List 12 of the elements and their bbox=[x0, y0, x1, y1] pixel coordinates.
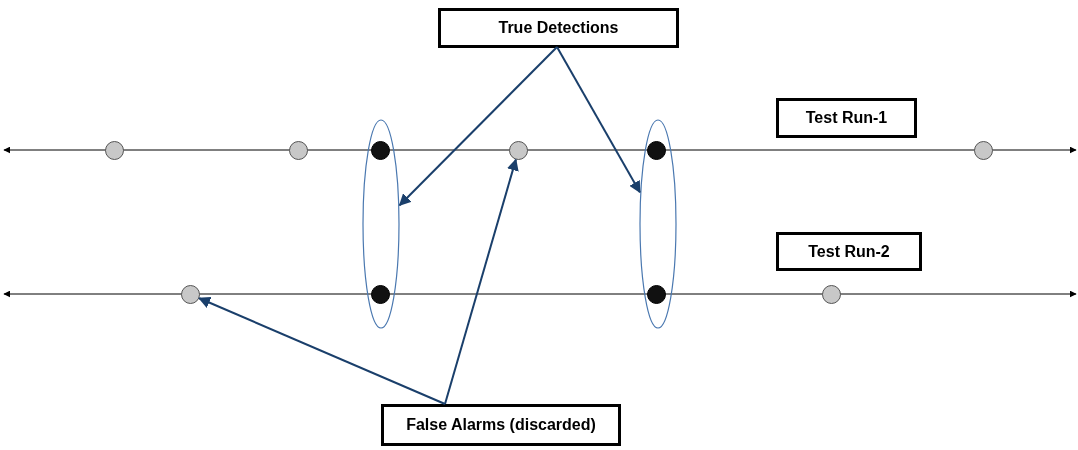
box-label: Test Run-1 bbox=[805, 109, 888, 127]
box-label: True Detections bbox=[498, 19, 619, 37]
arrow bbox=[198, 297, 446, 405]
arrow bbox=[444, 158, 519, 405]
label-box bbox=[438, 8, 679, 48]
label-box bbox=[776, 232, 922, 271]
arrow bbox=[398, 46, 558, 207]
box-label: False Alarms (discarded) bbox=[406, 416, 596, 434]
box-label: Test Run-2 bbox=[808, 242, 890, 261]
label-box bbox=[381, 404, 621, 446]
label-box bbox=[776, 98, 917, 138]
arrow bbox=[556, 46, 641, 194]
